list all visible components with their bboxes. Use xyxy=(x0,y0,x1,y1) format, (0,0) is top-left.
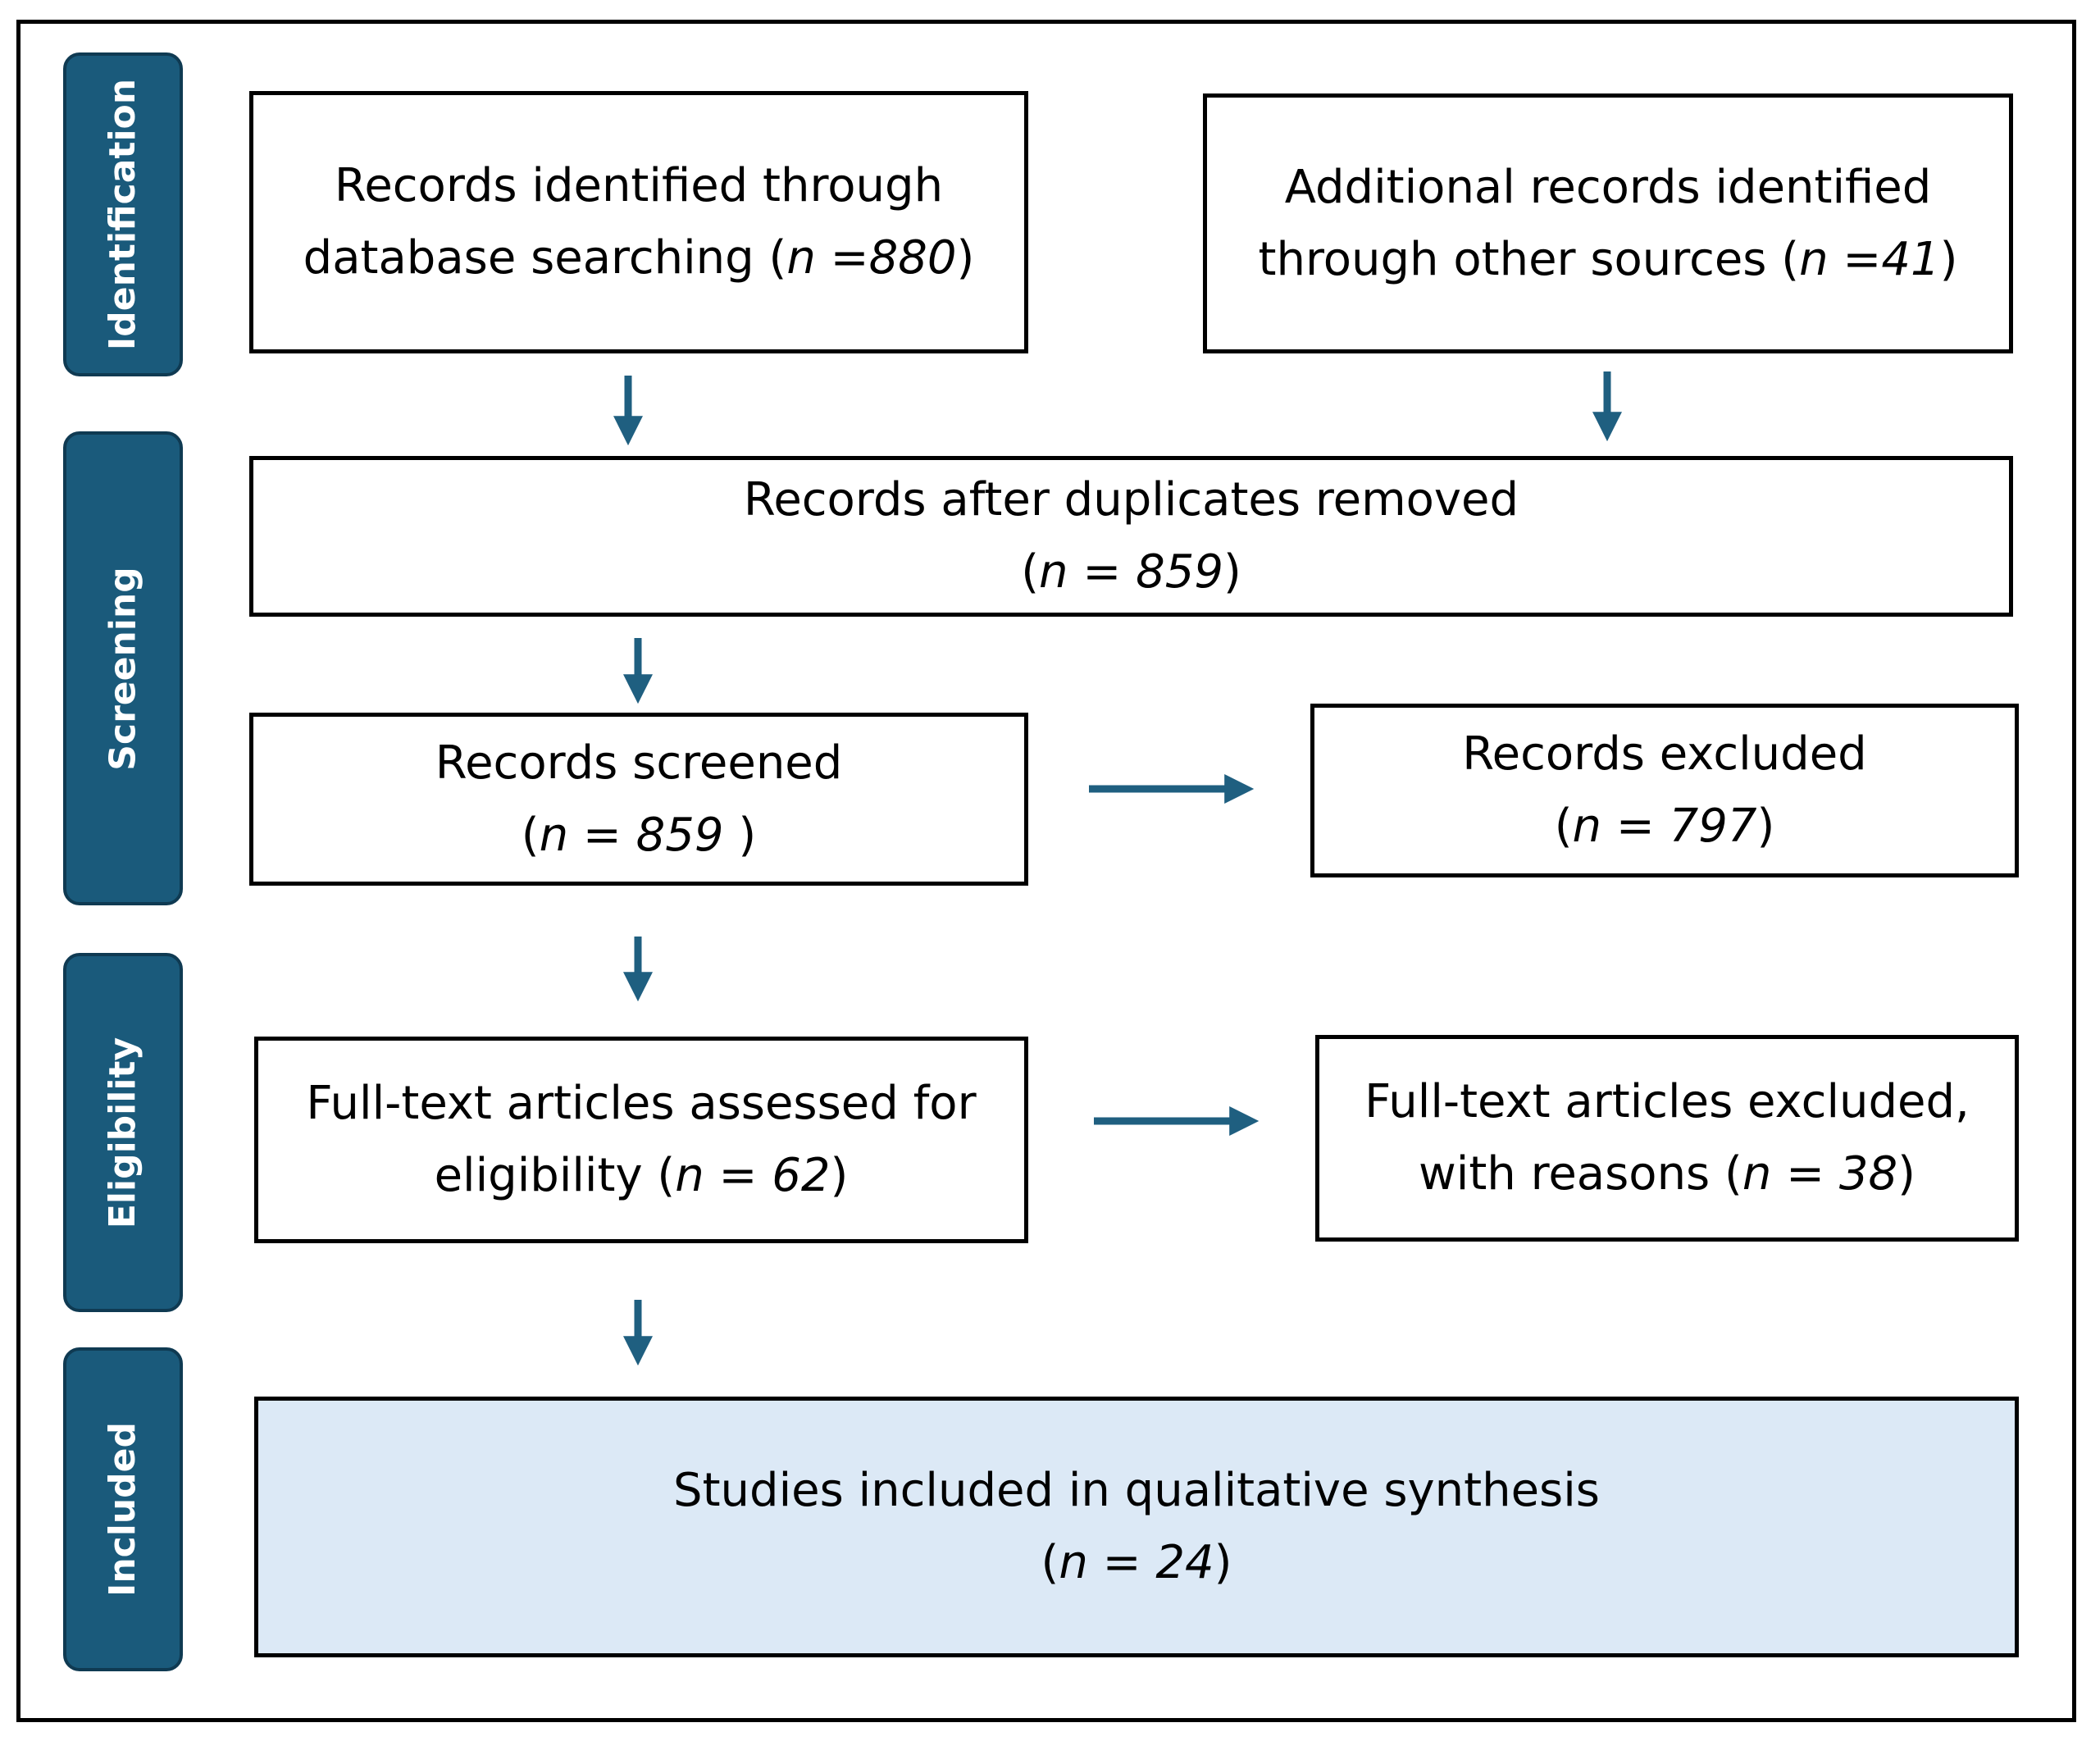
box-fulltext-excluded-line2: with reasons (n = 38) xyxy=(1418,1147,1916,1201)
box-records-screened: Records screened (n = 859 ) xyxy=(249,713,1028,886)
box-database-count: n =880 xyxy=(786,231,957,285)
box-fulltext-assessed-line2: eligibility (n = 62) xyxy=(434,1149,849,1202)
box-excluded-count: n = 797 xyxy=(1572,800,1757,853)
stage-eligibility: Eligibility xyxy=(63,953,183,1312)
box-fulltext-excluded-count: n = 38 xyxy=(1742,1147,1898,1201)
box-duplicates-removed: Records after duplicates removed (n = 85… xyxy=(249,456,2013,617)
box-other-sources: Additional records identified through ot… xyxy=(1203,93,2013,353)
box-included-line2: (n = 24) xyxy=(1041,1536,1232,1589)
box-database-line1: Records identified through xyxy=(334,159,944,212)
stage-screening: Screening xyxy=(63,431,183,905)
box-fulltext-assessed: Full-text articles assessed for eligibil… xyxy=(254,1037,1028,1243)
diagram-frame xyxy=(16,20,2076,1722)
box-studies-included: Studies included in qualitative synthesi… xyxy=(254,1397,2019,1657)
box-excluded-line1: Records excluded xyxy=(1462,727,1867,781)
box-duplicates-count: n = 859 xyxy=(1039,545,1223,599)
box-excluded-line2: (n = 797) xyxy=(1554,800,1775,853)
box-duplicates-line1: Records after duplicates removed xyxy=(743,473,1519,526)
box-duplicates-line2: (n = 859) xyxy=(1021,545,1241,599)
box-screened-line2: (n = 859 ) xyxy=(521,808,757,862)
box-included-count: n = 24 xyxy=(1059,1536,1214,1589)
box-screened-count: n = 859 xyxy=(539,808,739,862)
box-screened-line1: Records screened xyxy=(435,736,843,790)
box-included-line1: Studies included in qualitative synthesi… xyxy=(673,1464,1600,1517)
box-records-excluded: Records excluded (n = 797) xyxy=(1310,704,2019,877)
stage-included: Included xyxy=(63,1347,183,1671)
stage-identification: Identification xyxy=(63,52,183,376)
box-fulltext-assessed-count: n = 62 xyxy=(675,1149,831,1202)
box-database-records: Records identified through database sear… xyxy=(249,91,1028,353)
box-fulltext-assessed-line1: Full-text articles assessed for xyxy=(306,1077,977,1130)
box-database-line2: database searching (n =880) xyxy=(303,231,975,285)
box-other-sources-line1: Additional records identified xyxy=(1284,160,1932,214)
box-other-sources-line2: through other sources (n =41) xyxy=(1258,232,1958,286)
box-other-sources-count: n =41 xyxy=(1799,232,1940,286)
box-fulltext-excluded: Full-text articles excluded, with reason… xyxy=(1315,1035,2019,1242)
box-fulltext-excluded-line1: Full-text articles excluded, xyxy=(1364,1075,1970,1128)
